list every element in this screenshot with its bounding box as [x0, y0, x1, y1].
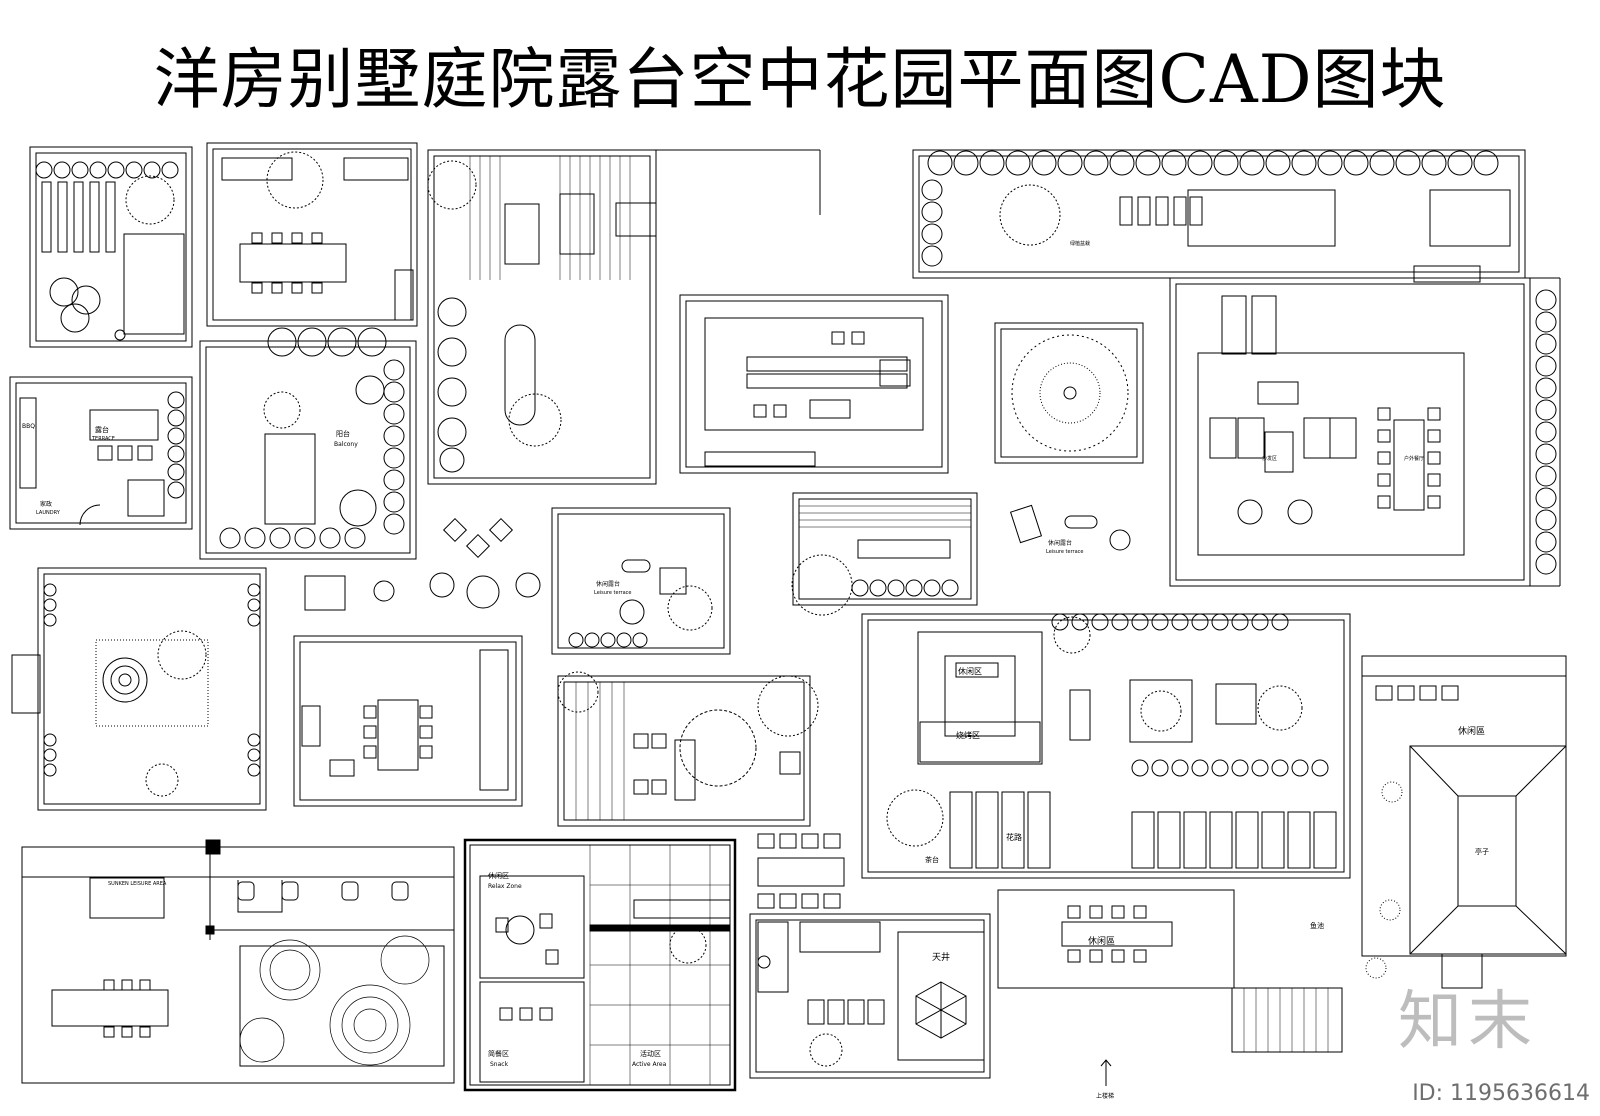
hedge-column-right	[1536, 290, 1556, 574]
plan-umbrella-deck	[558, 672, 818, 826]
tree-canopy	[758, 676, 818, 736]
label-sunken-area: SUNKEN LEISURE AREA	[108, 881, 167, 887]
label-laundry-en: LAUNDRY	[36, 510, 61, 516]
watermark-logo: 知末	[1398, 985, 1538, 1059]
planter-row-bottom	[220, 528, 365, 548]
label-leisure-terrace-a: 休闲露台	[596, 580, 620, 588]
label-terrace: 露台	[95, 425, 109, 434]
plan-relax-activity: 休闲区 Relax Zone 简餐区 Snack 活动区 Active Area	[465, 840, 735, 1090]
tree-canopy	[792, 555, 852, 615]
label-patio: 天井	[932, 951, 950, 963]
plan-kitchen-island	[680, 295, 948, 473]
plan-leisure-terrace-b: 休闲露台 Leisure terrace	[1011, 505, 1130, 555]
planter-column	[438, 298, 466, 472]
plan-bbq-terrace: 露台 TERRACE BBQ 家政 LAUNDRY	[10, 377, 192, 529]
tree-canopy	[1000, 185, 1060, 245]
hedge-row	[569, 633, 647, 647]
deck-stripes	[470, 156, 630, 280]
label-leisure-terrace-b-en: Leisure terrace	[1046, 549, 1084, 555]
label-fish-pond: 鱼池	[1310, 921, 1324, 930]
plan-balcony: 阳台 Balcony	[200, 328, 416, 559]
label-tea-table: 茶台	[925, 855, 939, 864]
seating-blocks	[758, 834, 844, 908]
label-outdoor-dining: 户外餐厅	[1404, 455, 1424, 462]
umbrella	[264, 392, 300, 428]
label-rest-area-1: 休闲区	[958, 666, 982, 676]
plan-deck-terrace	[792, 493, 977, 615]
label-stairs-up: 上楼梯	[1096, 1092, 1114, 1100]
hedge-row-mid	[1132, 760, 1328, 776]
bridge-planks	[1244, 988, 1328, 1052]
concentric-floor-pattern	[240, 936, 429, 1065]
hedge-row	[384, 360, 404, 534]
plan-dining-terrace	[207, 143, 417, 326]
tree-canopy	[668, 586, 712, 630]
page-title: 洋房别墅庭院露台空中花园平面图CAD图块	[153, 41, 1447, 118]
label-bbq-area: 烧烤区	[956, 730, 980, 740]
tree-canopy	[126, 176, 174, 224]
label-pavilion: 亭子	[1475, 847, 1489, 856]
hedge-row	[168, 392, 184, 498]
label-rest-area-4: 休闲區	[1088, 935, 1115, 947]
umbrella	[509, 394, 561, 446]
watermark-id: ID: 1195636614	[1412, 1081, 1590, 1106]
furniture-blocks	[305, 519, 540, 610]
label-terrace-en: TERRACE	[91, 436, 115, 442]
label-leisure-terrace-a-en: Leisure terrace	[594, 590, 632, 596]
label-laundry: 家政	[40, 500, 52, 508]
plan-dining-room	[294, 636, 522, 806]
floor-grid	[590, 845, 730, 1085]
tree-canopy	[267, 152, 323, 208]
hedge-row-top	[1052, 614, 1288, 630]
plan-dining-stairs: 休闲區 上楼梯	[998, 890, 1234, 1100]
label-green-plant: 绿植盆栽	[1070, 240, 1090, 247]
label-snack-en: Snack	[490, 1061, 509, 1068]
plan-patio-kitchen: 天井	[750, 914, 990, 1078]
plan-long-terrace	[428, 150, 820, 484]
label-activity-en: Active Area	[632, 1061, 667, 1068]
deck-stripes	[799, 506, 971, 527]
label-balcony-en: Balcony	[334, 441, 358, 448]
plan-garden-tree	[995, 323, 1143, 463]
plan-sunken-lounge: SUNKEN LEISURE AREA	[22, 840, 454, 1083]
plan-pavilion-pond: 休闲區 亭子 鱼池	[1232, 656, 1566, 1052]
plan-terrace-loungers	[30, 147, 192, 347]
hedge-row-top	[928, 151, 1498, 175]
planter-row-top	[268, 328, 386, 356]
plan-leisure-terrace-a: 休闲露台 Leisure terrace	[552, 508, 730, 654]
label-relax-zone: Relax Zone	[488, 883, 522, 890]
hedge-column-left	[922, 180, 942, 266]
tree-canopy	[428, 161, 476, 209]
hedge-column-right	[248, 584, 260, 776]
tree-canopy	[1012, 335, 1128, 451]
tree-canopy	[1054, 617, 1090, 653]
label-rest-area-2: 休闲区	[488, 871, 509, 880]
tree-canopy	[158, 631, 206, 679]
plan-courtyard-zen	[12, 568, 266, 810]
label-bbq: BBQ	[22, 423, 35, 430]
hedge-row	[852, 580, 958, 596]
hedge-column-left	[44, 584, 56, 776]
label-balcony: 阳台	[336, 429, 350, 438]
label-sofa-area: 沙发区	[1262, 455, 1277, 462]
hedge-row	[36, 162, 178, 178]
tree-canopy	[1258, 686, 1302, 730]
label-leisure-terrace-b: 休闲露台	[1048, 539, 1072, 547]
tree-canopy	[810, 1034, 842, 1066]
plan-rooftop-garden: 休闲区 烧烤区 茶台 花路	[862, 614, 1350, 878]
label-activity-area: 活动区	[640, 1049, 661, 1058]
umbrella	[680, 710, 756, 786]
label-snack-area: 简餐区	[488, 1049, 509, 1058]
label-flower-path: 花路	[1006, 832, 1022, 842]
deck-stripes	[576, 682, 624, 820]
plan-large-garden: 绿植盆栽 沙发区 户外餐厅	[913, 150, 1560, 586]
label-rest-area-3: 休闲區	[1458, 725, 1485, 737]
